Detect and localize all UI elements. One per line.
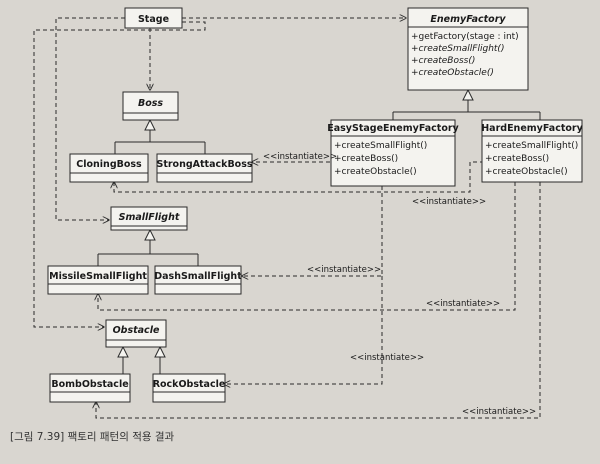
class-obstacle-name: Obstacle [113, 325, 160, 336]
dep-hard-bombobstacle [96, 182, 541, 419]
class-easystageenemyfactory-name: EasyStageEnemyFactory [327, 123, 459, 134]
dep-easy-rockobstacle [224, 276, 383, 384]
gen-triangle-obstacle-rock [154, 345, 166, 358]
class-smallflight-name: SmallFlight [119, 212, 180, 223]
gen-triangle-boss [144, 118, 156, 131]
stereotype-labels: <<instantiate>> <<instantiate>> <<instan… [263, 152, 536, 417]
class-boss: Boss [122, 91, 179, 121]
class-strongattackboss: StrongAttackBoss [156, 153, 253, 183]
enemyfactory-op-createsmallflight: +createSmallFlight() [411, 44, 504, 54]
class-missilesmallflight: MissileSmallFlight [47, 265, 149, 295]
class-enemyfactory: EnemyFactory +getFactory(stage : int) +c… [407, 7, 529, 91]
gen-smallflight [97, 240, 199, 266]
stereotype-label-easy-flight: <<instantiate>> [307, 265, 381, 275]
enemyfactory-op-createobstacle: +createObstacle() [411, 68, 494, 78]
class-missilesmallflight-name: MissileSmallFlight [49, 271, 147, 282]
easy-op-createboss: +createBoss() [334, 154, 398, 164]
hard-op-createboss: +createBoss() [485, 154, 549, 164]
class-boss-name: Boss [138, 98, 163, 109]
class-stage: Stage [124, 7, 183, 29]
class-cloningboss-name: CloningBoss [76, 159, 142, 170]
stereotype-label-hard-obstacle: <<instantiate>> [462, 407, 536, 417]
stereotype-label-easy-boss: <<instantiate>> [263, 152, 337, 162]
gen-triangle-smallflight [144, 228, 156, 241]
class-bombobstacle-name: BombObstacle [51, 379, 128, 390]
class-rockobstacle-name: RockObstacle [153, 379, 226, 390]
dependency-lines [33, 17, 541, 419]
stereotype-label-hard-boss: <<instantiate>> [412, 197, 486, 207]
enemyfactory-op-createboss: +createBoss() [411, 56, 475, 66]
class-smallflight: SmallFlight [110, 206, 188, 231]
gen-triangle-enemyfactory [462, 88, 474, 101]
dep-stage-smallflight [55, 17, 125, 220]
class-stage-name: Stage [138, 14, 169, 25]
hard-op-createsmallflight: +createSmallFlight() [485, 141, 578, 151]
class-hardenemyfactory-name: HardEnemyFactory [481, 123, 583, 134]
class-dashsmallflight: DashSmallFlight [154, 265, 242, 295]
gen-enemyfactory [392, 100, 541, 120]
gen-boss [114, 130, 206, 154]
easy-op-createobstacle: +createObstacle() [334, 167, 417, 177]
enemyfactory-op-getfactory: +getFactory(stage : int) [411, 32, 519, 42]
class-strongattackboss-name: StrongAttackBoss [156, 159, 252, 170]
generalization-lines [97, 88, 541, 374]
stereotype-label-easy-obstacle: <<instantiate>> [350, 353, 424, 363]
hard-op-createobstacle: +createObstacle() [485, 167, 568, 177]
class-cloningboss: CloningBoss [69, 153, 149, 183]
gen-triangle-obstacle-bomb [117, 345, 129, 358]
class-dashsmallflight-name: DashSmallFlight [154, 271, 242, 282]
class-easystageenemyfactory: EasyStageEnemyFactory +createSmallFlight… [327, 119, 460, 187]
stereotype-label-hard-flight: <<instantiate>> [426, 299, 500, 309]
dep-easy-dashsmallflight [242, 186, 383, 276]
dep-hard-missilesmallflight [98, 182, 516, 311]
class-hardenemyfactory: HardEnemyFactory +createSmallFlight() +c… [481, 119, 584, 183]
class-bombobstacle: BombObstacle [49, 373, 131, 403]
easy-op-createsmallflight: +createSmallFlight() [334, 141, 427, 151]
gen-obstacle [122, 357, 161, 374]
figure-caption: [그림 7.39] 팩토리 패턴의 적용 결과 [10, 431, 175, 443]
class-obstacle: Obstacle [105, 319, 167, 348]
class-rockobstacle: RockObstacle [152, 373, 226, 403]
dep-hard-cloningboss [114, 161, 484, 193]
class-enemyfactory-name: EnemyFactory [430, 14, 506, 25]
